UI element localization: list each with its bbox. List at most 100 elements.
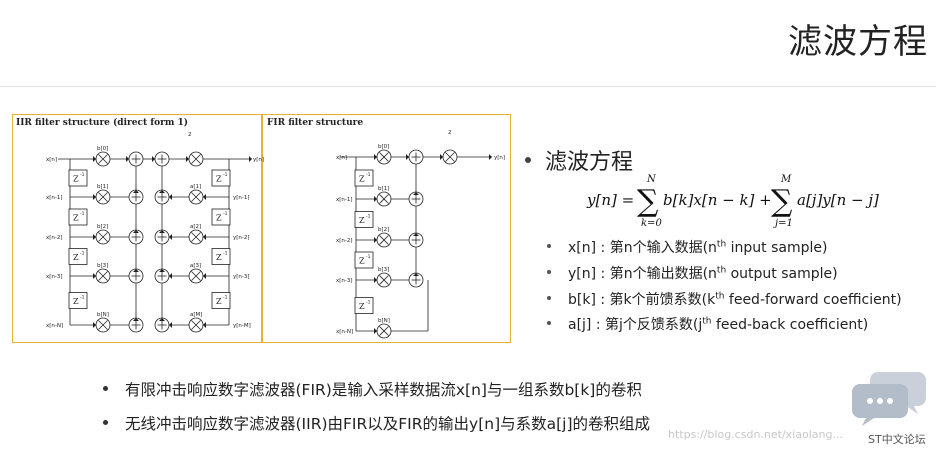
definition-y: y[n] : 第n个输出数据(nth output sample) xyxy=(547,263,838,283)
arrow-head xyxy=(169,234,172,240)
definition-text: x[n] : 第n个输入数据(n xyxy=(568,240,717,256)
delay-exponent: -1 xyxy=(366,300,371,306)
svg-text:a[j]y[n − j]: a[j]y[n − j] xyxy=(797,191,879,209)
signal-line xyxy=(379,275,389,285)
delay-exponent: -1 xyxy=(223,295,228,301)
arrow-head xyxy=(203,194,206,200)
svg-text:∑: ∑ xyxy=(771,184,793,219)
delay-exponent: -1 xyxy=(223,211,228,217)
diagram-label: y[n-3] xyxy=(233,274,250,280)
arrow-head xyxy=(93,273,96,279)
diagram-label: 2 xyxy=(188,132,192,138)
bullet-heading: 滤波方程 xyxy=(545,150,634,175)
delay-label: Z xyxy=(216,253,222,262)
delay-block xyxy=(68,208,88,226)
arrow-head xyxy=(203,322,206,328)
diagram-label: y[n] xyxy=(253,157,264,163)
arrow-head xyxy=(126,156,129,162)
diagram-label: b[3] xyxy=(378,267,389,273)
diagram-label: b[1] xyxy=(97,184,108,190)
definition-text: feed-forward coefficient) xyxy=(724,292,902,308)
bullet-dot xyxy=(525,157,531,163)
filter-equation: y[n] = N ∑ k=0 b[k]x[n − k] + M ∑ j=1 a[… xyxy=(586,174,879,229)
bullet-fir-description: 有限冲击响应数字滤波器(FIR)是输入采样数据流x[n]与一组系数b[k]的卷积 xyxy=(103,378,642,400)
diagram-label: a[3] xyxy=(190,263,201,269)
delay-label: Z xyxy=(73,253,79,262)
bullet-text: 有限冲击响应数字滤波器(FIR)是输入采样数据流x[n]与一组系数b[k]的卷积 xyxy=(125,381,642,399)
diagram-label: x[n-2] xyxy=(46,235,63,241)
diagram-label: b[N] xyxy=(378,318,390,324)
bullet-dot xyxy=(547,270,551,274)
signal-line xyxy=(98,320,108,330)
arrow-head xyxy=(203,234,206,240)
delay-block xyxy=(211,292,231,309)
delay-block xyxy=(211,169,231,187)
bullet-dot xyxy=(103,420,108,425)
arrow-head xyxy=(133,318,139,321)
delay-block xyxy=(211,208,231,226)
arrow-head xyxy=(169,273,172,279)
signal-line xyxy=(191,192,201,202)
signal-line xyxy=(191,271,201,281)
arrow-head xyxy=(133,190,139,193)
bullet-filter-equation: 滤波方程 xyxy=(525,144,633,176)
diagram-label: b[0] xyxy=(97,146,108,152)
arrow-head xyxy=(169,194,172,200)
delay-block xyxy=(354,169,374,187)
svg-text:k=0: k=0 xyxy=(641,218,662,229)
fir-diagram: x[n]b[0]Z-1x[n-1]b[1]Z-1x[n-2]b[2]Z-1x[n… xyxy=(336,130,505,339)
delay-block xyxy=(354,211,374,228)
diagram-label: y[n-2] xyxy=(233,235,250,241)
definition-sup: th xyxy=(715,291,725,302)
delay-exponent: -1 xyxy=(80,295,85,301)
diagram-label: 2 xyxy=(448,130,452,136)
diagram-label: x[n-3] xyxy=(46,274,63,280)
definition-sup: th xyxy=(716,239,727,250)
definition-b: b[k] : 第k个前馈系数(kth feed-forward coeffici… xyxy=(547,289,902,309)
arrow-head xyxy=(93,156,96,162)
delay-label: Z xyxy=(359,175,365,184)
fir-caption: FIR filter structure xyxy=(267,118,364,128)
diagram-label: x[n-2] xyxy=(336,238,353,244)
delay-label: Z xyxy=(359,216,365,225)
delay-label: Z xyxy=(73,297,79,306)
svg-text:∑: ∑ xyxy=(637,184,659,219)
definition-sup: th xyxy=(716,265,727,276)
delay-block xyxy=(68,292,88,309)
delay-exponent: -1 xyxy=(223,251,228,257)
diagram-label: b[1] xyxy=(378,186,389,192)
arrow-head xyxy=(406,154,409,160)
bullet-dot xyxy=(103,386,108,391)
svg-text:y[n] =: y[n] = xyxy=(586,191,634,209)
signal-line xyxy=(379,326,389,336)
diagram-label: x[n-1] xyxy=(46,195,63,201)
diagram-label: a[1] xyxy=(190,184,201,190)
arrow-head xyxy=(440,154,443,160)
delay-exponent: -1 xyxy=(80,211,85,217)
diagram-label: x[n-N] xyxy=(46,323,63,329)
arrow-head xyxy=(152,156,155,162)
arrow-head xyxy=(93,194,96,200)
definition-sup: th xyxy=(702,316,712,327)
diagram-label: y[n] xyxy=(494,155,505,161)
signal-line xyxy=(379,235,389,245)
delay-block xyxy=(68,169,88,187)
definition-text: a[j] : 第j个反馈系数(j xyxy=(568,317,703,333)
delay-exponent: -1 xyxy=(223,172,228,178)
svg-text:N: N xyxy=(646,174,657,185)
delay-exponent: -1 xyxy=(80,172,85,178)
diagram-label: x[n-1] xyxy=(336,197,353,203)
arrow-head xyxy=(93,322,96,328)
delay-block xyxy=(68,248,88,265)
diagram-label: x[n] xyxy=(46,157,57,163)
diagram-label: b[3] xyxy=(97,263,108,269)
bullet-text: 无线冲击响应数字滤波器(IIR)由FIR以及FIR的输出y[n]与系数a[j]的… xyxy=(125,415,651,433)
delay-block xyxy=(354,297,374,314)
definition-text: input sample) xyxy=(726,240,828,256)
signal-line xyxy=(379,152,389,162)
signal-line xyxy=(191,232,201,242)
delay-exponent: -1 xyxy=(80,251,85,257)
arrow-head xyxy=(413,192,419,195)
